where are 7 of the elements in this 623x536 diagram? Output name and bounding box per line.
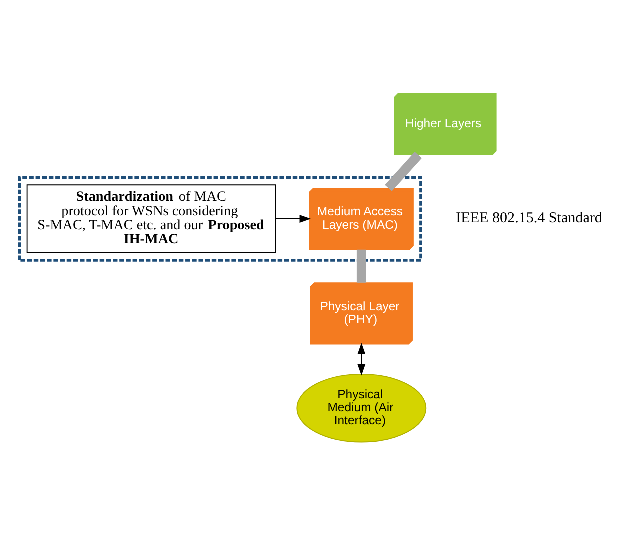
cluster [18,176,422,262]
connector [356,250,366,283]
arrow [358,343,366,376]
label: IEEE 802.15.4 Standard [456,210,602,227]
arrow [276,215,312,223]
node-ellipse: Physical Medium (Air Interface) [296,374,427,443]
node-box: Standardization of MAC protocol for WSNs considering S-MAC, T-MAC etc. and our Proposed IH-MAC [26,184,276,254]
